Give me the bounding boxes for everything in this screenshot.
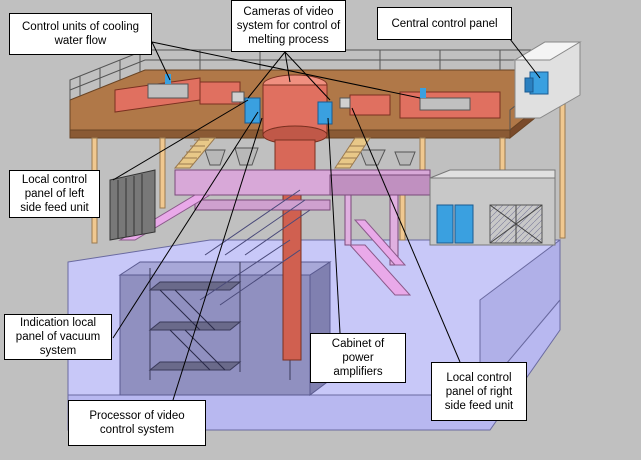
left-cabinets [109,169,156,241]
callout-central-panel: Central control panel [377,7,512,40]
callout-vacuum-panel: Indication local panel of vacuum system [4,314,112,360]
hoppers [204,147,416,166]
cooling-units [114,74,501,119]
right-building [429,169,556,246]
callout-cameras: Cameras of video system for control of m… [231,0,346,52]
leader-lines [112,29,541,401]
callout-video-processor: Processor of video control system [68,400,206,446]
railings [199,189,311,306]
furnace [231,74,351,361]
callout-power-cabinet: Cabinet of power amplifiers [310,333,406,383]
callout-left-feed: Local control panel of left side feed un… [9,170,100,218]
callout-cooling-flow: Control units of cooling water flow [9,13,152,55]
control-room [513,41,582,119]
callout-right-feed: Local control panel of right side feed u… [431,362,527,421]
stairs [173,137,371,169]
